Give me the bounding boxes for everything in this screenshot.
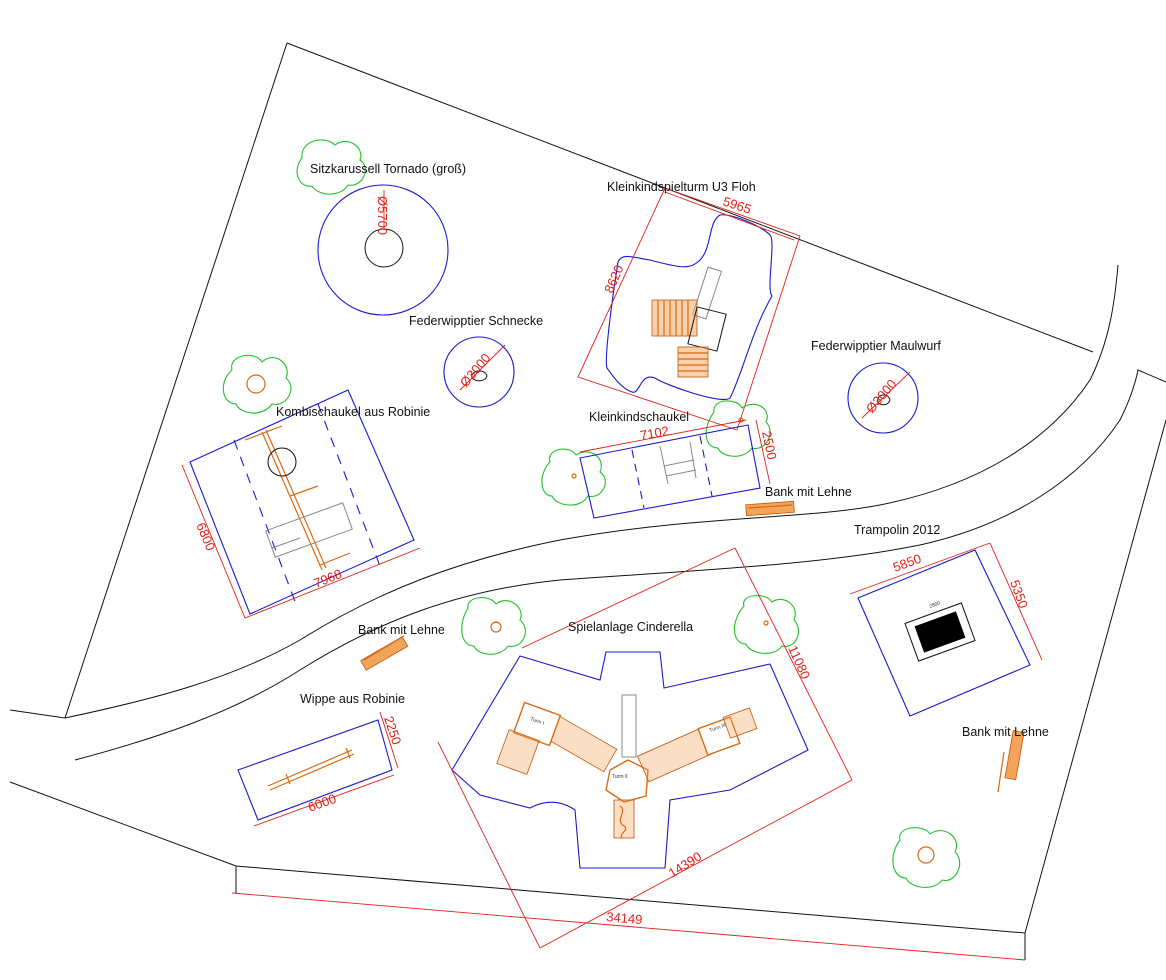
tree-icon xyxy=(461,597,526,655)
bank1-label: Bank mit Lehne xyxy=(765,485,852,499)
wippe-width: 2250 xyxy=(381,714,404,746)
tree-icon xyxy=(296,139,366,195)
kombischaukel-equipment xyxy=(244,425,353,571)
federwipptier-maulwurf-label: Federwipptier Maulwurf xyxy=(811,339,941,353)
kleinkindschaukel-length: 7102 xyxy=(639,423,670,443)
spielanlage-width: 11080 xyxy=(785,643,813,681)
bank-2: Bank mit Lehne xyxy=(358,623,445,671)
federwipptier-schnecke-label: Federwipptier Schnecke xyxy=(409,314,543,328)
trampolin-label: Trampolin 2012 xyxy=(854,523,940,537)
kleinkindspielturm-label: Kleinkindspielturm U3 Floh xyxy=(607,180,756,194)
kleinkindschaukel-equipment xyxy=(659,441,697,485)
svg-text:Turm III: Turm III xyxy=(709,722,727,733)
tree-icon xyxy=(733,595,799,654)
spielanlage-equipment: Turm II Turm I Turm III xyxy=(496,694,758,839)
total-length: 34149 xyxy=(606,909,643,927)
footpath xyxy=(9,264,1166,761)
spielanlage-label: Spielanlage Cinderella xyxy=(568,620,693,634)
kombischaukel: 6800 7968 Kombischaukel aus Robinie xyxy=(181,354,430,619)
kleinkindschaukel: 7102 2500 Kleinkindschaukel xyxy=(541,400,780,519)
kleinkindspielturm: 5965 8620 Kleinkindspielturm U3 Floh xyxy=(577,180,801,431)
sitzkarussell: Ø5700 Sitzkarussell Tornado (groß) xyxy=(296,139,466,316)
kombischaukel-length: 7968 xyxy=(312,566,344,591)
tree-icon xyxy=(705,400,771,457)
federwipptier-schnecke: Ø3000 Federwipptier Schnecke xyxy=(409,314,543,408)
tree-icon xyxy=(541,448,606,506)
spielturm-equipment xyxy=(651,266,727,378)
bank2-label: Bank mit Lehne xyxy=(358,623,445,637)
svg-text:Turm II: Turm II xyxy=(612,774,628,780)
trampolin: 5850 5350 2800 Trampolin 2012 xyxy=(849,523,1043,717)
kleinkindschaukel-label: Kleinkindschaukel xyxy=(589,410,689,424)
kombischaukel-label: Kombischaukel aus Robinie xyxy=(276,405,430,419)
spielanlage: 11080 14390 Turm II Turm I Turm III Spie… xyxy=(437,547,853,949)
wippe-equipment xyxy=(267,747,355,791)
maulwurf-diameter: Ø3000 xyxy=(863,376,900,416)
site-boundary xyxy=(9,42,1166,960)
bank-3: Bank mit Lehne xyxy=(962,725,1049,793)
overall-dimension: 34149 xyxy=(231,892,1026,961)
wippe-length: 6000 xyxy=(306,791,338,815)
wippe: 2250 6000 Wippe aus Robinie xyxy=(237,692,405,827)
schnecke-diameter: Ø3000 xyxy=(457,350,494,390)
trampolin-width: 5850 xyxy=(891,551,923,575)
federwipptier-maulwurf: Ø3000 Federwipptier Maulwurf xyxy=(811,339,941,434)
bank-1: Bank mit Lehne xyxy=(745,485,852,517)
kleinkindschaukel-width: 2500 xyxy=(759,430,780,461)
wippe-label: Wippe aus Robinie xyxy=(300,692,405,706)
tree-icon xyxy=(222,354,292,414)
karussell-diameter: Ø5700 xyxy=(375,196,390,235)
sitzkarussell-label: Sitzkarussell Tornado (groß) xyxy=(310,162,466,176)
spielanlage-length: 14390 xyxy=(666,849,705,881)
tree-bottom-right xyxy=(892,827,961,888)
trampolin-length: 5350 xyxy=(1007,578,1031,610)
svg-text:2800: 2800 xyxy=(929,600,942,610)
bank3-label: Bank mit Lehne xyxy=(962,725,1049,739)
svg-text:Turm I: Turm I xyxy=(529,716,544,727)
tree-icon xyxy=(892,827,961,888)
